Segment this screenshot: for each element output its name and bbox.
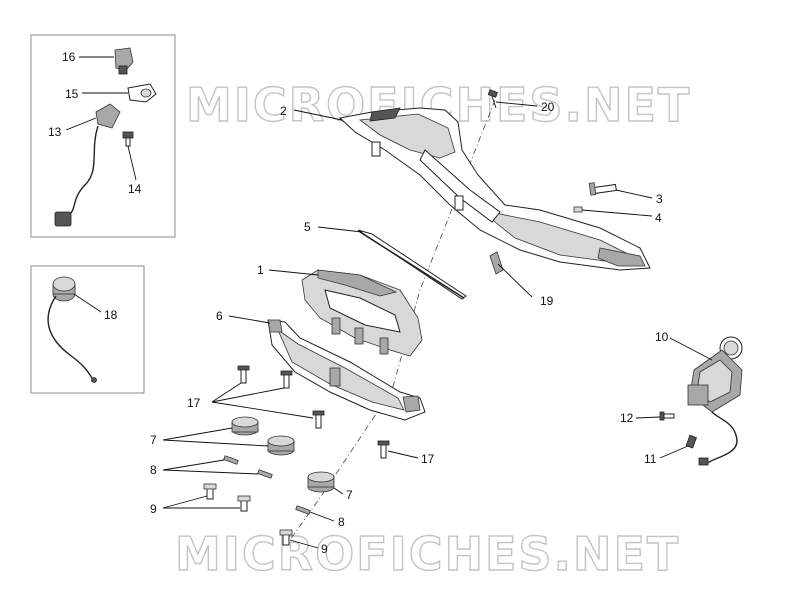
callout-3: 3 bbox=[656, 192, 663, 206]
sensor-13 bbox=[54, 103, 121, 227]
callout-5: 5 bbox=[304, 220, 311, 234]
pin-4 bbox=[573, 206, 583, 213]
clip-19 bbox=[489, 251, 504, 275]
bolt-9-b bbox=[237, 495, 251, 512]
screw-14 bbox=[122, 131, 134, 147]
inset-box-sensor-kit bbox=[30, 34, 176, 238]
screw-11 bbox=[685, 434, 697, 449]
callout-14: 14 bbox=[128, 182, 142, 196]
sensor-18 bbox=[47, 276, 97, 383]
watermark-bottom: MICROFICHES.NET bbox=[175, 527, 680, 581]
screw-17-c bbox=[312, 410, 325, 429]
ignition-switch-10 bbox=[687, 336, 743, 466]
callout-13: 13 bbox=[48, 125, 62, 139]
callout-10: 10 bbox=[655, 330, 669, 344]
rubber-mount-7-b bbox=[267, 435, 295, 456]
screw-17-b bbox=[280, 370, 293, 389]
bottom-cover-6 bbox=[267, 319, 426, 421]
callout-8-right: 8 bbox=[338, 515, 345, 529]
screw-20 bbox=[487, 89, 498, 109]
watermark-top: MICROFICHES.NET bbox=[186, 78, 691, 132]
instrument-cluster-1 bbox=[301, 269, 423, 357]
screw-12 bbox=[659, 411, 675, 421]
callout-9-right: 9 bbox=[321, 542, 328, 556]
spacer-8-b bbox=[257, 469, 273, 479]
callout-12: 12 bbox=[620, 411, 634, 425]
callout-7-left: 7 bbox=[150, 433, 157, 447]
upper-cover-part bbox=[338, 107, 651, 271]
spacer-8-a bbox=[223, 455, 239, 465]
screw-17-d bbox=[377, 440, 390, 459]
callout-2: 2 bbox=[280, 104, 287, 118]
callout-1: 1 bbox=[257, 263, 264, 277]
callout-19: 19 bbox=[540, 294, 554, 308]
callout-7-right: 7 bbox=[346, 488, 353, 502]
clip-15 bbox=[127, 83, 157, 103]
callout-8-left: 8 bbox=[150, 463, 157, 477]
connector-16 bbox=[114, 47, 134, 75]
callout-4: 4 bbox=[655, 211, 662, 225]
callout-11: 11 bbox=[644, 452, 657, 466]
callout-17-left: 17 bbox=[187, 396, 201, 410]
callout-20: 20 bbox=[541, 100, 555, 114]
inset-box-sensor bbox=[30, 265, 145, 394]
spacer-8-c bbox=[295, 505, 311, 515]
bolt-9-a bbox=[203, 483, 217, 500]
rubber-mount-7-c bbox=[307, 471, 335, 493]
rubber-mount-7-a bbox=[231, 416, 259, 436]
screw-17-a bbox=[237, 365, 250, 384]
callout-6: 6 bbox=[216, 309, 223, 323]
callout-17-right: 17 bbox=[421, 452, 435, 466]
leader-lines bbox=[65, 56, 713, 549]
bolt-3 bbox=[588, 182, 617, 196]
callout-18: 18 bbox=[104, 308, 118, 322]
bolt-9-c bbox=[279, 529, 293, 546]
lens-strip-5 bbox=[357, 229, 467, 300]
callout-15: 15 bbox=[65, 87, 79, 101]
callout-16: 16 bbox=[62, 50, 76, 64]
callout-9-left: 9 bbox=[150, 502, 157, 516]
